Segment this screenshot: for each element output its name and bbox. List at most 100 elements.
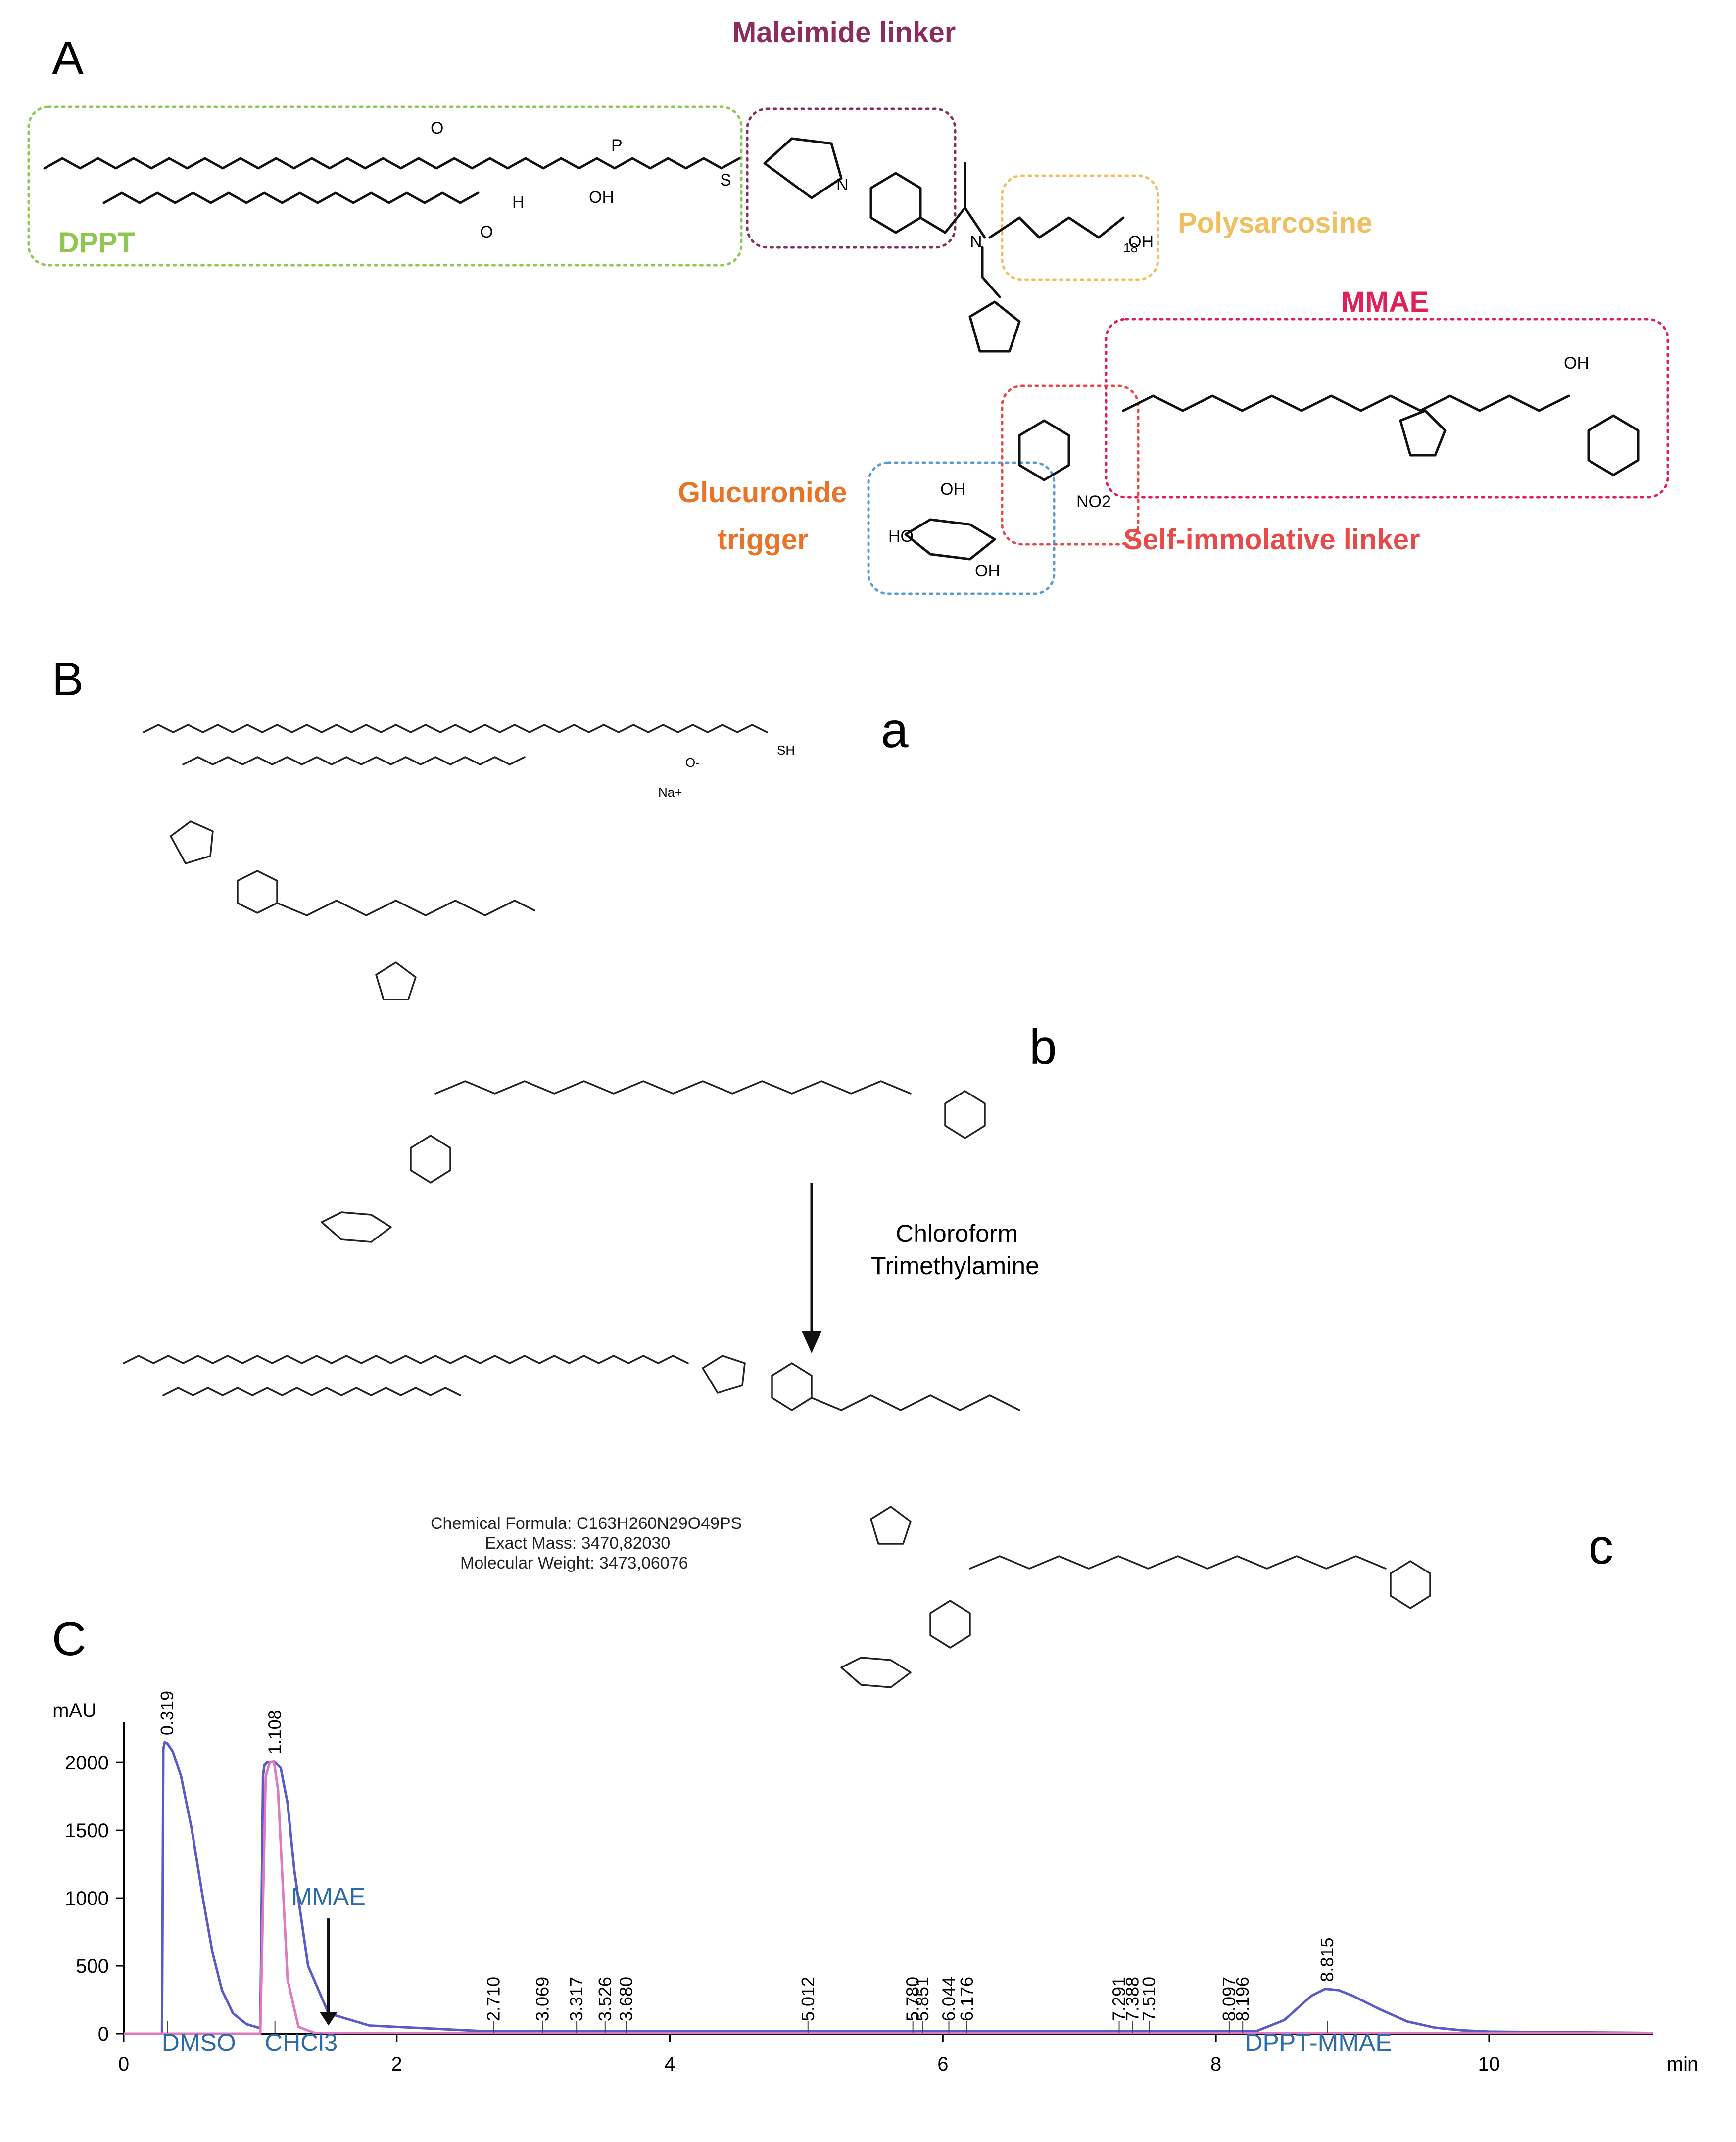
atom-oh-sugar: OH xyxy=(975,562,1000,580)
x-tick-label: 10 xyxy=(1478,2053,1500,2075)
thiol-lipid-upper xyxy=(143,724,768,733)
atom-na: Na+ xyxy=(658,785,682,800)
annotation-dppt-mmae: DPPT-MMAE xyxy=(1245,2029,1392,2056)
mmae-pyrrolidine-a xyxy=(1399,409,1447,457)
x-tick-label: 4 xyxy=(664,2053,675,2075)
phenyl-ring-a xyxy=(869,172,922,234)
peak-rt-label: 5.780 xyxy=(903,1977,923,2021)
peak-rt-label: 5.012 xyxy=(798,1977,818,2021)
annotation-dmso: DMSO xyxy=(162,2029,236,2056)
x-tick-label: 0 xyxy=(118,2053,129,2075)
mmae-box xyxy=(1105,318,1669,499)
glucuronide-box xyxy=(867,461,1056,595)
peak-rt-label: 7.388 xyxy=(1122,1977,1142,2021)
peak-rt-label: 3.680 xyxy=(616,1977,636,2021)
exact-mass: Exact Mass: 3470,82030 xyxy=(485,1534,670,1553)
atom-ho-1: HO xyxy=(888,527,914,546)
phenyl-ring-nitro-a xyxy=(1018,419,1070,481)
peak-rt-label: 2.710 xyxy=(483,1977,504,2021)
mmae-chain-a xyxy=(1122,394,1570,412)
peak-rt-label: 0.319 xyxy=(157,1691,177,1735)
peak-rt-label: 7.510 xyxy=(1139,1977,1159,2021)
y-tick-label: 2000 xyxy=(65,1752,109,1774)
peak-rt-label: 8.097 xyxy=(1219,1977,1239,2021)
self-immolative-label: Self-immolative linker xyxy=(1123,524,1420,556)
phenyl-ring-b xyxy=(237,870,278,914)
maleimide-ring-b xyxy=(170,820,214,864)
y-tick-label: 1000 xyxy=(65,1888,109,1909)
atom-s: S xyxy=(720,171,731,190)
mmae-chain-b xyxy=(434,1080,912,1095)
atom-no2: NO2 xyxy=(1076,492,1111,511)
atom-oh-acid: OH xyxy=(940,480,965,499)
atom-h-stereo: H xyxy=(512,193,525,212)
product-phenyl xyxy=(771,1362,813,1411)
polysarcosine-box xyxy=(1001,174,1159,281)
peak-rt-label: 1.108 xyxy=(265,1710,285,1754)
product-chain xyxy=(811,1394,1020,1411)
sub-letter-b: b xyxy=(1029,1019,1057,1075)
product-glucuronide xyxy=(840,1657,912,1688)
panel-letter-a: A xyxy=(52,32,84,85)
thiol-lipid-lower xyxy=(182,756,526,765)
chemical-formula: Chemical Formula: C163H260N29O49PS xyxy=(431,1514,742,1533)
atom-sh: SH xyxy=(777,743,795,758)
ethyl-link-a xyxy=(981,246,1001,298)
atom-oh-mmae: OH xyxy=(1564,354,1589,373)
panel-a: A Maleimide linker DPPT Polysarcosine MM… xyxy=(27,16,1669,595)
self-immolative-box xyxy=(1001,384,1140,546)
linker-chain-b xyxy=(276,900,535,916)
sarcosine-chain-a xyxy=(988,216,1125,239)
atom-o-carbonyl-2: O xyxy=(480,223,493,241)
mmae-phenyl-b xyxy=(944,1090,986,1139)
product-lipid-lower xyxy=(162,1387,461,1396)
mmae-label: MMAE xyxy=(1341,286,1429,318)
peak-rt-label: 8.815 xyxy=(1317,1938,1337,1982)
panel-b: B a b c O- Na+ SH Chloroform Trimethylam… xyxy=(52,653,1613,1688)
nitrophenyl-b xyxy=(410,1135,451,1184)
peak-rt-label: 7.291 xyxy=(1109,1977,1129,2021)
y-tick-label: 0 xyxy=(98,2023,109,2045)
condition-trimethylamine: Trimethylamine xyxy=(871,1252,1039,1280)
panel-letter-c: C xyxy=(52,1613,86,1666)
lipid-tail-upper xyxy=(43,157,741,170)
dppt-label: DPPT xyxy=(58,227,135,259)
peak-rt-label: 5.851 xyxy=(912,1977,932,2021)
peak-rt-label: 6.176 xyxy=(957,1977,977,2021)
maleimide-ring xyxy=(763,137,843,199)
atom-o-carbonyl-1: O xyxy=(431,119,443,138)
x-axis-label: min xyxy=(1667,2053,1698,2075)
subscript-18: 18 xyxy=(1123,240,1138,255)
glucuronide-ring-b xyxy=(321,1211,392,1243)
peak-rt-label: 3.317 xyxy=(566,1977,586,2021)
x-tick-label: 2 xyxy=(391,2053,402,2075)
annotation-mmae: MMAE xyxy=(291,1883,366,1910)
product-succinimide xyxy=(702,1355,746,1394)
atom-n-amide: N xyxy=(970,233,982,251)
product-triazole xyxy=(870,1506,912,1545)
reaction-arrowhead xyxy=(802,1331,821,1353)
atom-oh-phosphate: OH xyxy=(589,188,614,207)
y-axis-label: mAU xyxy=(52,1700,96,1721)
glucuronide-label: Glucuronide xyxy=(678,476,847,509)
triazole-ring-a xyxy=(968,300,1021,353)
lipid-tail-lower xyxy=(102,191,480,204)
peak-rt-label: 3.069 xyxy=(532,1977,553,2021)
condition-chloroform: Chloroform xyxy=(896,1220,1018,1247)
product-mmae-chain xyxy=(969,1555,1387,1570)
sub-letter-a: a xyxy=(881,703,909,758)
product-lipid-upper xyxy=(123,1355,689,1364)
x-tick-label: 6 xyxy=(937,2053,948,2075)
polysarcosine-label: Polysarcosine xyxy=(1178,207,1372,239)
product-mmae-phenyl xyxy=(1390,1560,1431,1609)
series-line-2 xyxy=(124,1760,1653,2035)
y-tick-label: 1500 xyxy=(65,1820,109,1842)
panel-letter-b: B xyxy=(52,653,84,706)
atom-n-maleimide: N xyxy=(836,176,849,194)
product-nitrophenyl xyxy=(929,1600,971,1649)
peak-rt-label: 8.196 xyxy=(1232,1977,1253,2021)
molecular-weight: Molecular Weight: 3473,06076 xyxy=(460,1554,688,1572)
series-line-1 xyxy=(124,1741,1653,2035)
